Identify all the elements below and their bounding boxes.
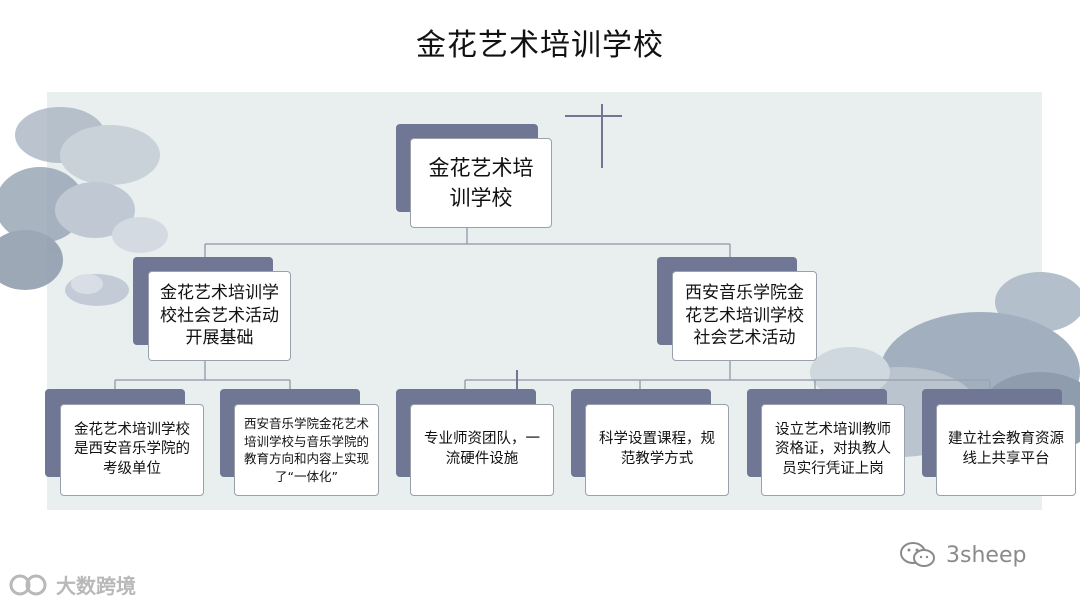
wechat-icon	[900, 542, 935, 567]
cloud-left-decoration	[0, 107, 168, 290]
leaf-node: 设立艺术培训教师资格证，对执教人员实行凭证上岗	[761, 404, 905, 496]
page-title: 金花艺术培训学校	[416, 28, 664, 63]
leaf-node: 专业师资团队，一流硬件设施	[410, 404, 554, 496]
wechat-watermark: 3sheep	[898, 540, 1026, 570]
brand-watermark: 大数跨境	[8, 570, 136, 599]
branch-node-right: 西安音乐学院金花艺术培训学校社会艺术活动	[672, 271, 817, 361]
leaf-node: 金花艺术培训学校是西安音乐学院的考级单位	[60, 404, 204, 496]
leaf-node: 科学设置课程，规范教学方式	[585, 404, 729, 496]
brand-logo-icon	[9, 574, 47, 595]
leaf-node: 建立社会教育资源线上共享平台	[936, 404, 1076, 496]
leaf-node: 西安音乐学院金花艺术培训学校与音乐学院的教育方向和内容上实现了“一体化”	[234, 404, 379, 496]
cloud-small-left-decoration	[65, 274, 129, 306]
brand-watermark-text: 大数跨境	[56, 574, 136, 598]
branch-node-left: 金花艺术培训学校社会艺术活动开展基础	[148, 271, 291, 361]
wechat-account-name: 3sheep	[946, 542, 1027, 568]
root-node: 金花艺术培训学校	[410, 138, 552, 228]
